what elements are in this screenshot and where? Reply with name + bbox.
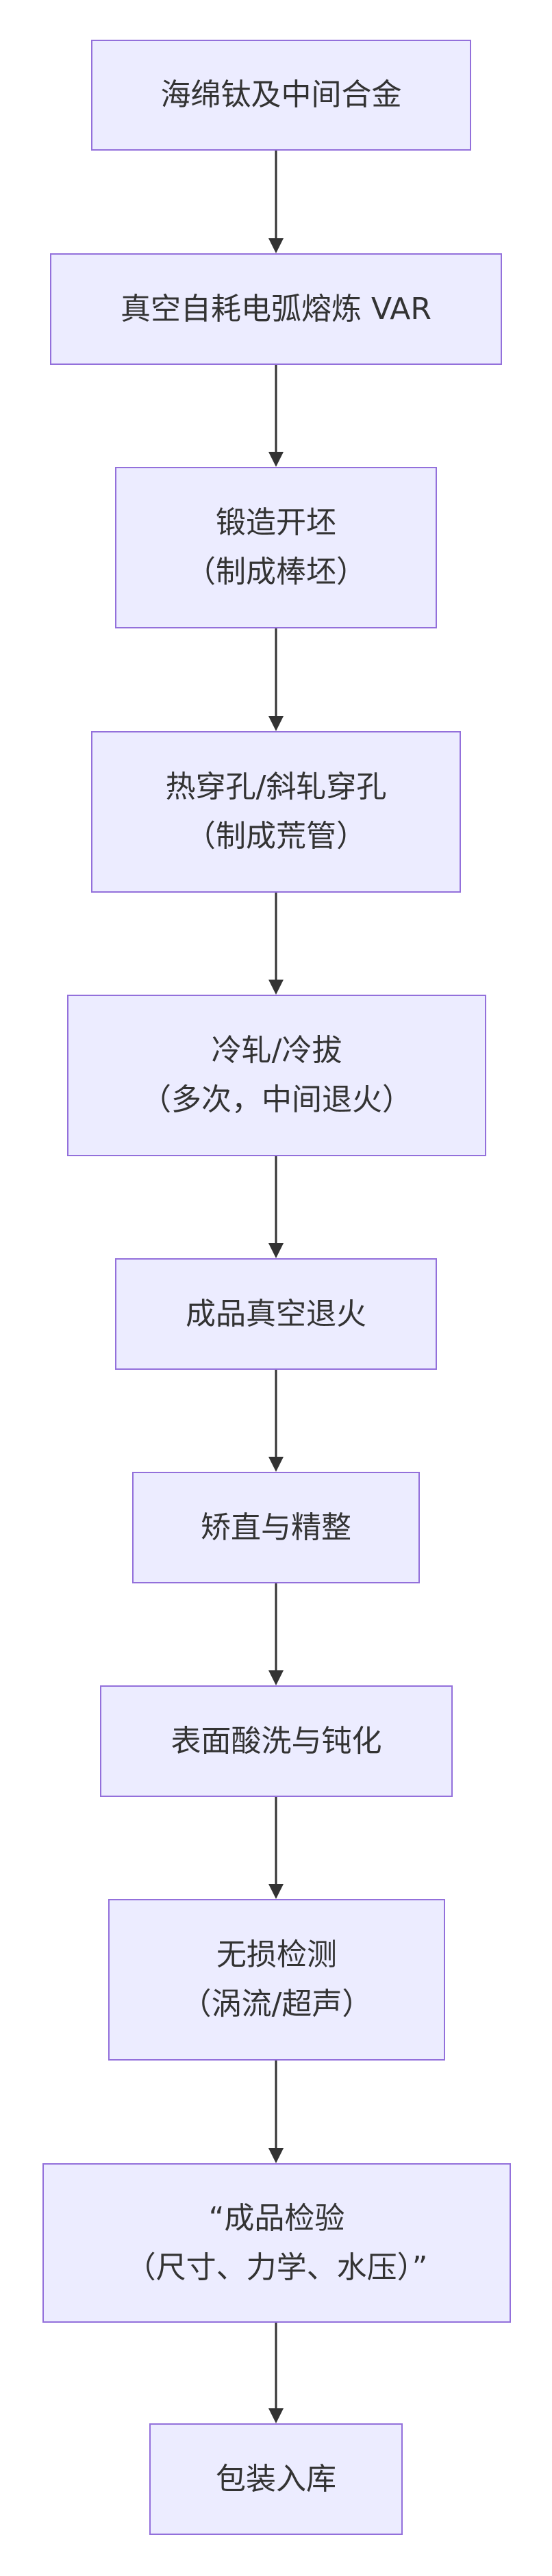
node-straightening: 矫直与精整 (132, 1472, 420, 1583)
arrowhead (268, 452, 284, 467)
node-pickling: 表面酸洗与钝化 (100, 1685, 453, 1797)
node-label: 包装入库 (216, 2461, 336, 2497)
node-inspection: “成品检验 （尺寸、力学、水压）” (42, 2163, 511, 2323)
node-ndt: 无损检测 （涡流/超声） (108, 1899, 445, 2061)
arrowhead (268, 980, 284, 995)
arrowhead (268, 1670, 284, 1685)
node-label: （涡流/超声） (181, 1987, 373, 2022)
node-label: （尺寸、力学、水压）” (125, 2249, 428, 2285)
node-label: 锻造开坯 (216, 505, 336, 540)
node-label: 无损检测 (216, 1937, 337, 1972)
node-label: 表面酸洗与钝化 (171, 1723, 382, 1759)
node-vacuum-annealing: 成品真空退火 (115, 1258, 437, 1370)
node-cold-rolling: 冷轧/冷拔 （多次，中间退火） (67, 995, 486, 1156)
node-label: （多次，中间退火） (141, 1082, 412, 1117)
node-label: 真空自耗电弧熔炼 VAR (121, 291, 431, 327)
node-var-melting: 真空自耗电弧熔炼 VAR (50, 253, 502, 365)
node-label: 矫直与精整 (201, 1509, 351, 1545)
arrowhead (268, 2408, 284, 2423)
node-forging: 锻造开坯 （制成棒坯） (115, 467, 437, 628)
node-label: 海绵钛及中间合金 (160, 77, 402, 112)
node-packaging: 包装入库 (149, 2423, 403, 2535)
arrowhead (268, 238, 284, 253)
node-piercing: 热穿孔/斜轧穿孔 （制成荒管） (91, 731, 461, 893)
node-sponge-titanium: 海绵钛及中间合金 (91, 40, 471, 151)
arrowhead (268, 1884, 284, 1899)
node-label: （制成荒管） (186, 819, 366, 854)
node-label: 冷轧/冷拔 (211, 1033, 342, 1068)
arrowhead (268, 2148, 284, 2163)
arrowhead (268, 716, 284, 731)
arrowhead (268, 1243, 284, 1258)
node-label: “成品检验 (208, 2200, 345, 2236)
node-label: 热穿孔/斜轧穿孔 (165, 769, 387, 804)
arrowhead (268, 1457, 284, 1472)
node-label: 成品真空退火 (186, 1296, 366, 1331)
node-label: （制成棒坯） (186, 554, 366, 589)
